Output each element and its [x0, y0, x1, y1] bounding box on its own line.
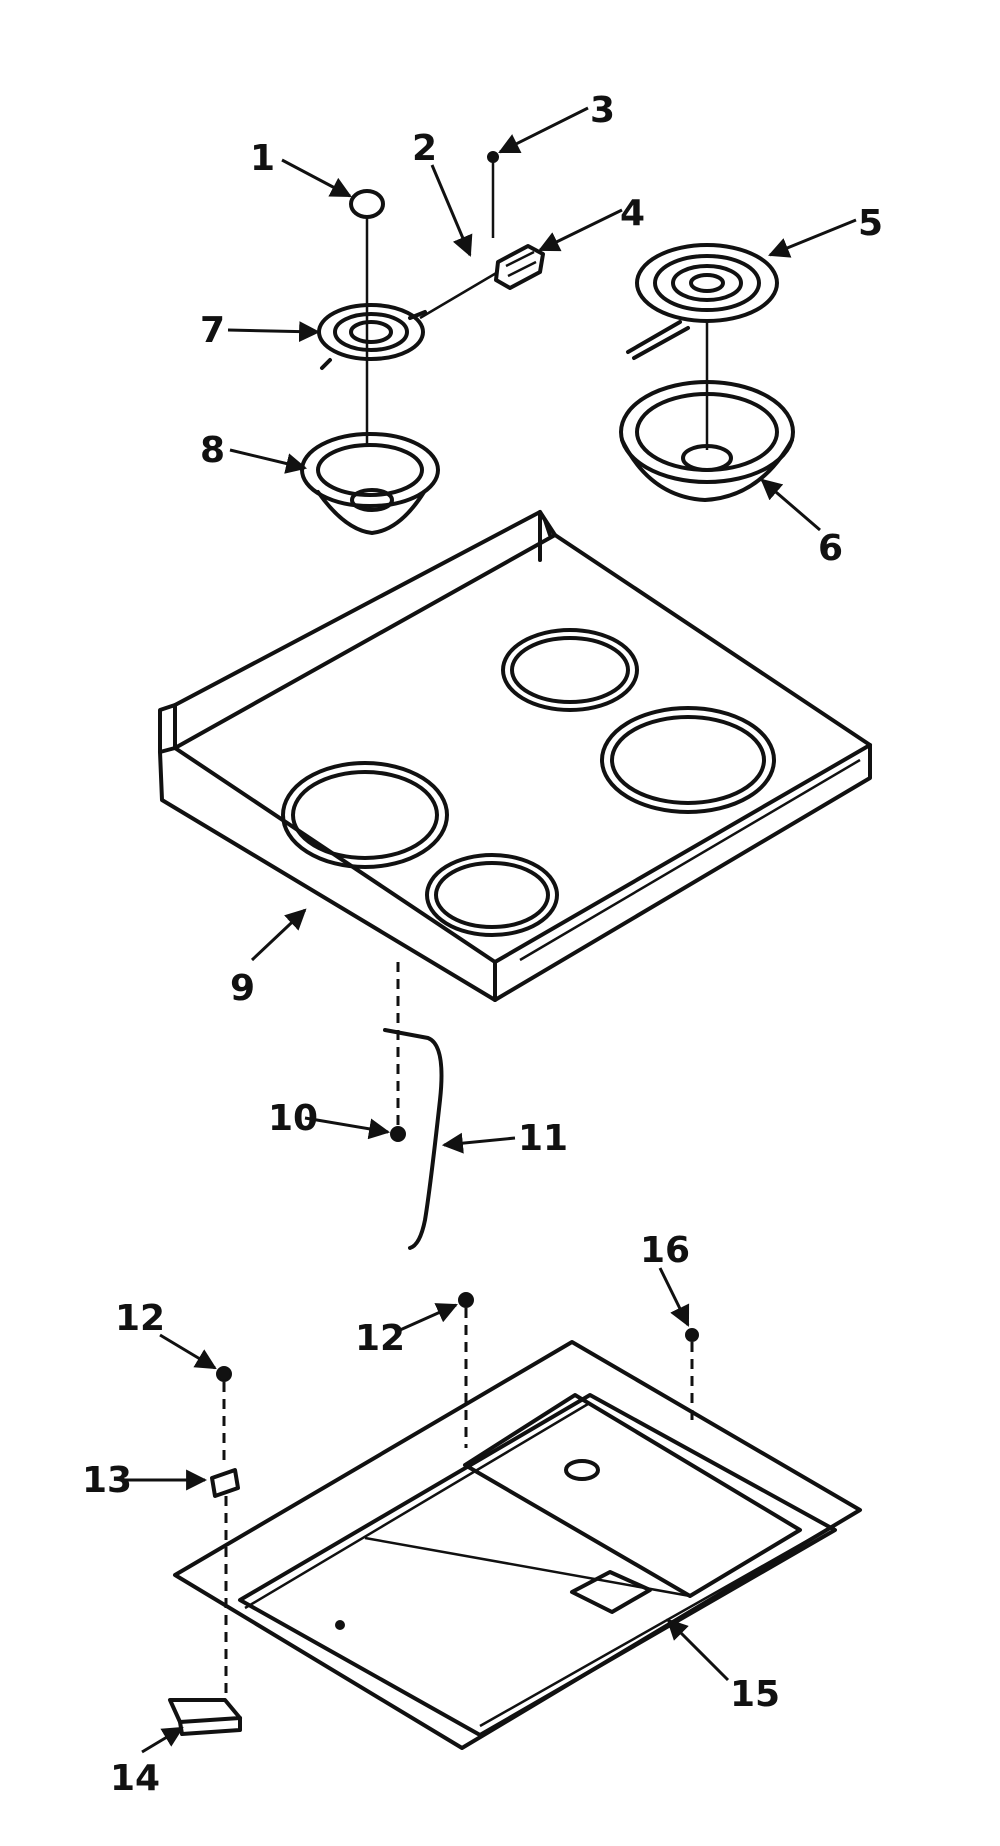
part-10-screw [390, 962, 406, 1142]
part-12-screw-center [458, 1292, 474, 1448]
part-13-clip [210, 1468, 240, 1700]
part-8-small-drip-pan [300, 432, 440, 535]
callout-12a: 12 [115, 1298, 165, 1339]
leader-9 [250, 908, 307, 962]
callout-12b: 12 [355, 1318, 405, 1359]
callout-7: 7 [200, 310, 225, 351]
leader-8 [229, 448, 308, 474]
part-1-cap [349, 189, 385, 219]
leader-2 [430, 164, 473, 257]
leader-4 [538, 208, 623, 252]
callout-16: 16 [640, 1230, 690, 1271]
leader-11 [441, 1132, 516, 1154]
callout-15: 15 [730, 1674, 780, 1715]
leader-12a [159, 1333, 217, 1370]
leader-16 [658, 1267, 690, 1327]
part-11-rod [383, 1028, 444, 1250]
callout-1: 1 [250, 138, 275, 179]
callout-9: 9 [230, 968, 255, 1009]
callout-14: 14 [110, 1758, 160, 1799]
callout-5: 5 [858, 203, 883, 244]
callout-3: 3 [590, 90, 615, 131]
part-2-wire [419, 270, 499, 320]
leader-3 [498, 106, 589, 154]
leader-14 [141, 1726, 184, 1754]
callout-13: 13 [82, 1460, 132, 1501]
leader-6 [760, 478, 821, 532]
leader-12b [399, 1303, 458, 1332]
callout-6: 6 [818, 528, 843, 569]
part-9-cooktop [158, 510, 872, 1002]
callout-2: 2 [412, 128, 437, 169]
part-12-screw-left [216, 1366, 232, 1460]
part-15-bottom-panel [173, 1340, 862, 1750]
callout-10: 10 [268, 1098, 318, 1139]
part-3-screw [487, 151, 499, 238]
callout-11: 11 [518, 1118, 568, 1159]
callout-4: 4 [620, 193, 645, 234]
part-6-large-drip-pan [619, 380, 795, 502]
part-5-large-element [626, 243, 779, 360]
leader-7 [227, 321, 321, 343]
leader-5 [768, 218, 857, 258]
part-7-small-element [317, 303, 427, 370]
callout-8: 8 [200, 430, 225, 471]
leader-15 [666, 1618, 730, 1682]
part-16-screw [685, 1328, 699, 1420]
leader-1 [281, 158, 352, 198]
part-4-terminal-block [494, 244, 545, 290]
leader-10 [304, 1116, 391, 1140]
